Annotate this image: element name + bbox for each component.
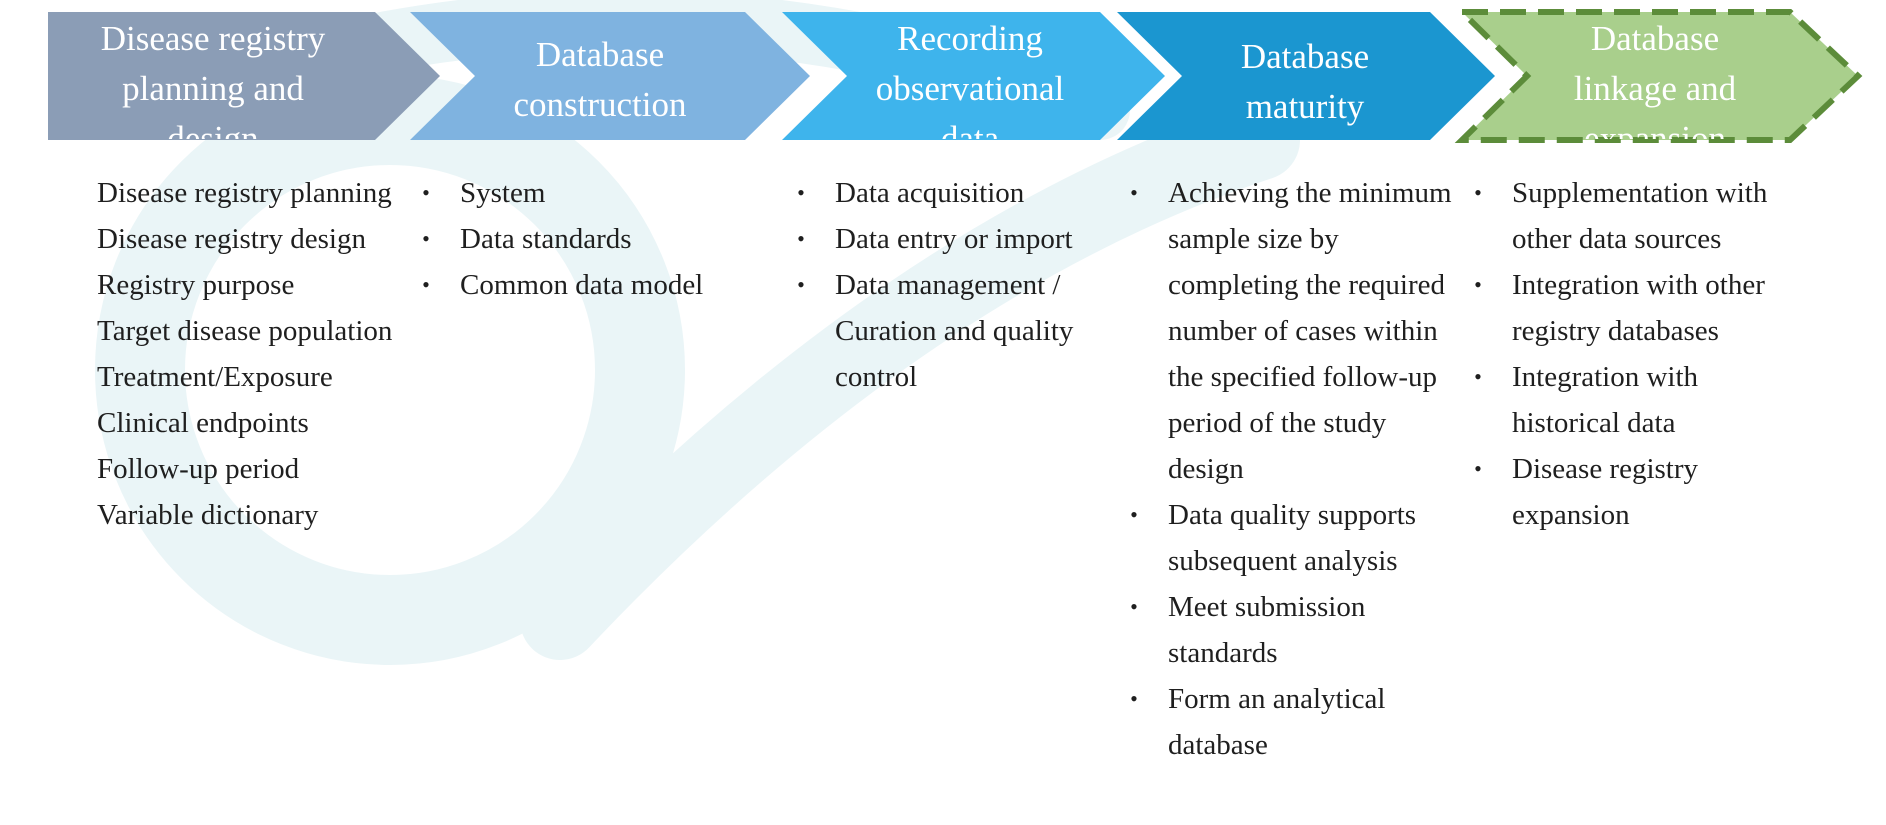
list-item: • Data standards <box>422 216 760 262</box>
list-item: −Target disease population <box>97 308 397 354</box>
bullet-marker: • <box>1474 272 1482 297</box>
process-chevron-bar <box>48 9 1863 143</box>
stage-4-item-list: • Achieving the minimum sample size by co… <box>1130 170 1458 768</box>
list-item: • Data quality supports subsequent analys… <box>1130 492 1458 584</box>
list-item-text: Disease registry design <box>97 223 366 255</box>
list-item: • Common data model <box>422 262 760 308</box>
stage-chevron-3 <box>782 12 1165 140</box>
stage-chevron-2 <box>410 12 810 140</box>
bullet-marker: • <box>1130 686 1138 711</box>
list-item-text: Follow-up period <box>97 453 300 485</box>
list-item-text: Target disease population <box>97 315 393 347</box>
stage-chevron-1 <box>48 12 440 140</box>
list-item: • Integration with historical data <box>1474 354 1812 446</box>
list-item: −Treatment/Exposure <box>97 354 397 400</box>
list-item-text: Data entry or import <box>835 223 1073 255</box>
stage-3-item-list: •Data acquisition •Data entry or import … <box>797 170 1115 400</box>
list-item-text: Data management / Curation and quality c… <box>835 269 1074 393</box>
list-item-text: Disease registry expansion <box>1512 453 1699 531</box>
stage-chevron-4 <box>1117 12 1495 140</box>
list-item-text: Registry purpose <box>97 269 295 301</box>
bullet-marker: • <box>422 226 430 251</box>
list-item: −Clinical endpoints <box>97 400 397 446</box>
stage-title-planning: Disease registry planning and design <box>100 19 326 139</box>
list-item-text: Common data model <box>460 269 704 301</box>
list-item: −Follow-up period <box>97 446 397 492</box>
bullet-marker: • <box>1130 502 1138 527</box>
bullet-marker: • <box>1474 180 1482 205</box>
stage-1-item-list: •Disease registry planning •Disease regi… <box>97 170 397 538</box>
list-item-text: Data acquisition <box>835 177 1025 209</box>
bullet-marker: • <box>1130 180 1138 205</box>
list-item: −Variable dictionary <box>97 492 397 538</box>
stage-title-recording: Recording observational data <box>875 19 1065 139</box>
list-item-text: Supplementation with other data sources <box>1512 177 1768 255</box>
list-item: • Data management / Curation and quality … <box>797 262 1115 400</box>
list-item-text: Form an analytical database <box>1168 683 1386 761</box>
stage-chevron-5 <box>1454 9 1863 143</box>
list-item: • Data acquisition <box>797 170 1115 216</box>
bullet-marker: • <box>1474 364 1482 389</box>
list-item: • Disease registry expansion <box>1474 446 1812 538</box>
list-item: • Data entry or import <box>797 216 1115 262</box>
list-item-text: Clinical endpoints <box>97 407 309 439</box>
list-item-text: Variable dictionary <box>97 499 319 531</box>
list-item-text: Integration with other registry database… <box>1512 269 1765 347</box>
stage-title-linkage: Database linkage and expansion <box>1573 19 1737 139</box>
list-item: • Meet submission standards <box>1130 584 1458 676</box>
stage-title-maturity: Database maturity <box>1240 37 1370 126</box>
list-item: • Form an analytical database <box>1130 676 1458 768</box>
list-item: • Achieving the minimum sample size by co… <box>1130 170 1458 492</box>
bullet-marker: • <box>797 272 805 297</box>
list-item: • Supplementation with other data sources <box>1474 170 1812 262</box>
list-item: • Integration with other registry databas… <box>1474 262 1812 354</box>
bullet-marker: • <box>422 272 430 297</box>
bullet-marker: • <box>797 226 805 251</box>
list-item-text: Achieving the minimum sample size by com… <box>1168 177 1452 485</box>
list-item-text: Meet submission standards <box>1168 591 1366 669</box>
stage-2-item-list: • System • Data standards • Common data mod… <box>422 170 760 308</box>
bullet-marker: • <box>797 180 805 205</box>
list-item: •Disease registry design <box>97 216 397 262</box>
bullet-marker: • <box>1130 594 1138 619</box>
list-item-text: Data standards <box>460 223 632 255</box>
list-item: −Registry purpose <box>97 262 397 308</box>
list-item-text: Disease registry planning <box>97 177 392 209</box>
list-item-text: Treatment/Exposure <box>97 361 333 393</box>
list-item-text: Data quality supports subsequent analysi… <box>1168 499 1417 577</box>
stage-title-construction: Database construction <box>513 35 687 124</box>
list-item: •Disease registry planning <box>97 170 397 216</box>
list-item: • System <box>422 170 760 216</box>
list-item-text: Integration with historical data <box>1512 361 1699 439</box>
stage-5-item-list: • Supplementation with other data sources… <box>1474 170 1812 538</box>
list-item-text: System <box>460 177 546 209</box>
bullet-marker: • <box>1474 456 1482 481</box>
bullet-marker: • <box>422 180 430 205</box>
